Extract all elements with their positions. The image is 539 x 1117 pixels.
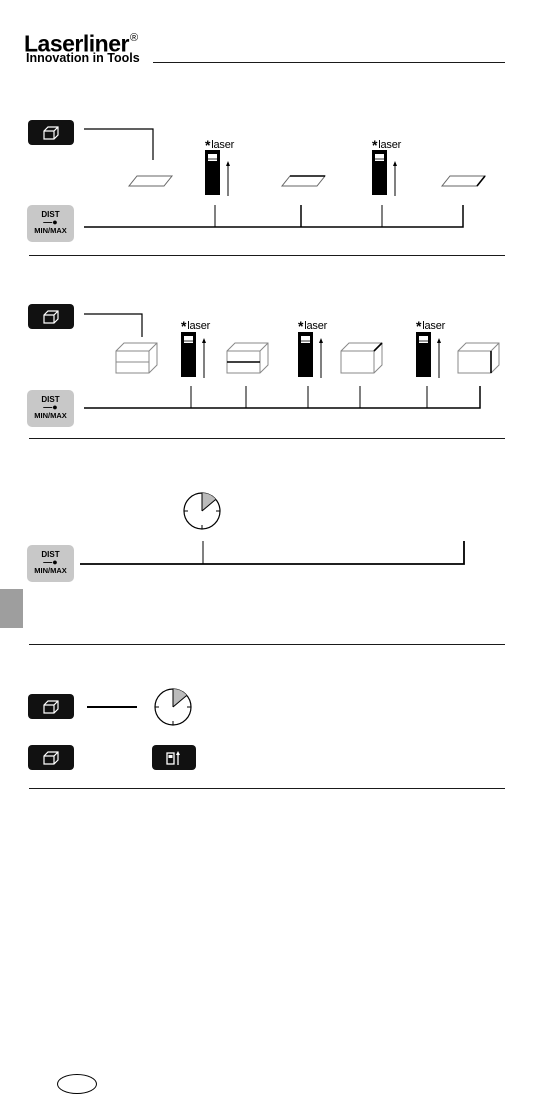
area-shape-1 bbox=[127, 175, 174, 187]
section-tab-marker bbox=[0, 589, 23, 628]
laser-label-2: *laser bbox=[372, 137, 402, 153]
timer-clock-icon-2 bbox=[154, 688, 192, 726]
dist-label: DIST bbox=[41, 210, 60, 219]
volume-cube-1 bbox=[115, 342, 158, 374]
timer-sequence-diagram bbox=[80, 541, 465, 565]
volume-sequence-diagram bbox=[84, 313, 481, 409]
area-volume-icon bbox=[43, 309, 59, 324]
rangefinder-device-5 bbox=[416, 332, 441, 378]
section-divider-3 bbox=[29, 644, 505, 645]
brand-logo: Laserliner® bbox=[24, 28, 138, 56]
area-shape-3 bbox=[440, 175, 487, 187]
minmax-label: MIN/MAX bbox=[34, 226, 67, 235]
volume-cube-4 bbox=[457, 342, 500, 374]
rangefinder-device-3 bbox=[181, 332, 206, 378]
area-sequence-diagram bbox=[84, 128, 464, 228]
brand-name: Laserliner bbox=[24, 30, 129, 57]
minmax-label: MIN/MAX bbox=[34, 566, 67, 575]
device-reference-icon bbox=[166, 750, 180, 765]
area-volume-icon bbox=[43, 750, 59, 765]
section-divider-4 bbox=[29, 788, 505, 789]
dist-label: DIST bbox=[41, 550, 60, 559]
volume-cube-2 bbox=[226, 342, 269, 374]
device-reference-button[interactable] bbox=[152, 745, 196, 770]
language-oval-marker bbox=[57, 1074, 97, 1094]
area-volume-icon bbox=[43, 125, 59, 140]
area-volume-icon bbox=[43, 699, 59, 714]
laser-label-1: *laser bbox=[205, 137, 235, 153]
dist-label: DIST bbox=[41, 395, 60, 404]
laser-label-4: *laser bbox=[298, 318, 328, 334]
area-volume-key-button[interactable] bbox=[28, 120, 74, 145]
dot-indicator: —● bbox=[43, 402, 58, 412]
dist-minmax-button-3[interactable]: DIST —● MIN/MAX bbox=[27, 545, 74, 582]
dot-indicator: —● bbox=[43, 217, 58, 227]
dist-minmax-button[interactable]: DIST —● MIN/MAX bbox=[27, 205, 74, 242]
dot-indicator: —● bbox=[43, 557, 58, 567]
rangefinder-device-4 bbox=[298, 332, 323, 378]
volume-cube-3 bbox=[340, 342, 383, 374]
header-rule bbox=[153, 62, 505, 63]
section-divider-1 bbox=[29, 255, 505, 256]
registered-mark: ® bbox=[129, 32, 138, 44]
laser-label-5: *laser bbox=[416, 318, 446, 334]
area-shape-2 bbox=[280, 175, 327, 187]
area-volume-key-button-3[interactable] bbox=[28, 694, 74, 719]
brand-tagline: Innovation in Tools bbox=[26, 51, 140, 65]
connector-line bbox=[87, 706, 137, 708]
area-volume-key-button-2[interactable] bbox=[28, 304, 74, 329]
section-divider-2 bbox=[29, 438, 505, 439]
area-volume-key-button-4[interactable] bbox=[28, 745, 74, 770]
minmax-label: MIN/MAX bbox=[34, 411, 67, 420]
rangefinder-device-2 bbox=[372, 150, 397, 196]
dist-minmax-button-2[interactable]: DIST —● MIN/MAX bbox=[27, 390, 74, 427]
timer-clock-icon bbox=[183, 492, 221, 530]
rangefinder-device-1 bbox=[205, 150, 230, 196]
laser-label-3: *laser bbox=[181, 318, 211, 334]
